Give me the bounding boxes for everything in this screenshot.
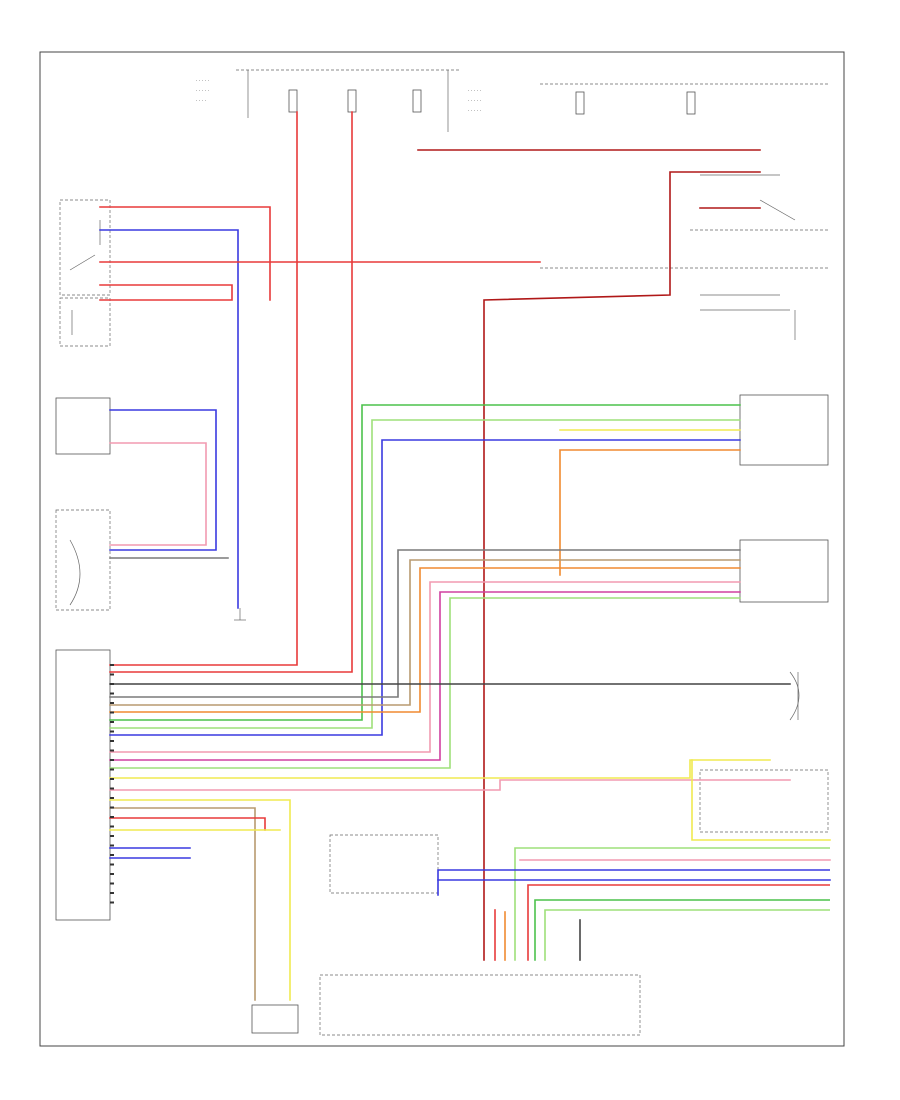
ac-control-unit-pin <box>110 844 114 847</box>
compressor <box>251 1004 299 1034</box>
wire-red-1 <box>99 206 271 301</box>
ac-control-unit-pin <box>110 835 114 837</box>
wire-blue-2 <box>99 229 239 609</box>
wire-orange-20 <box>109 567 741 713</box>
ac-control-unit-pin <box>110 749 114 752</box>
ac-control-unit-pin <box>110 759 114 761</box>
wire-blue-36 <box>437 869 830 896</box>
blower-switch <box>55 509 111 611</box>
wire-red-5 <box>109 111 298 666</box>
ac-control-unit-pin <box>110 873 114 875</box>
svg-text:· · · ·: · · · · <box>196 99 206 104</box>
ac-control-unit-pin <box>110 892 114 894</box>
ac-control-unit-pin <box>110 806 114 809</box>
ac-control-unit-pin <box>110 664 114 666</box>
ground <box>234 608 246 621</box>
wire-pink-10 <box>109 442 207 546</box>
wire-green-39 <box>534 899 830 961</box>
blower-relay <box>59 199 111 296</box>
wire-blue-16 <box>109 439 741 736</box>
wire-yellow-25 <box>109 759 771 779</box>
ac-control-unit-pin <box>110 778 114 780</box>
wire-pink-26 <box>109 779 791 791</box>
ac-control-unit-pin <box>110 787 114 790</box>
mode-control-motor <box>55 397 111 455</box>
wire-pink-21 <box>109 581 741 753</box>
wire-light-green-23 <box>109 597 741 769</box>
ac-control-unit-pin <box>110 692 114 695</box>
svg-text:· · · · ·: · · · · · <box>196 79 209 84</box>
ac-control-unit-pin <box>110 854 114 856</box>
ac-control-unit-pin <box>110 740 114 742</box>
svg-text:· · · · ·: · · · · · <box>468 89 481 94</box>
ac-control-unit-pin <box>110 816 114 818</box>
wire-green-13 <box>109 404 741 721</box>
sensor-top <box>789 671 800 721</box>
wire-red-29 <box>109 817 266 831</box>
wire-tan-28 <box>109 807 256 1001</box>
ac-control-unit-pin <box>110 702 114 704</box>
ac-control-unit-pin <box>110 797 114 799</box>
ecm <box>319 974 641 1036</box>
wire-blue-11 <box>109 409 217 551</box>
wire-tan-19 <box>109 559 741 706</box>
svg-text:· · · · ·: · · · · · <box>468 99 481 104</box>
blower-motor <box>59 297 111 347</box>
wire-dark-red-8 <box>483 171 761 961</box>
wire-red-38 <box>527 884 830 961</box>
fuse-block-top: · · · · · · · · · · · · · · · · · · · · … <box>196 69 830 132</box>
ac-control-unit-pin <box>110 730 114 733</box>
ac-control-unit-pin <box>110 825 114 828</box>
wire-light-green-34 <box>514 847 830 961</box>
ac-control-unit <box>55 649 111 921</box>
wire-orange-17 <box>559 449 741 576</box>
wire-red-4 <box>99 284 233 301</box>
wire-yellow-27 <box>109 799 291 1001</box>
ac-control-unit-pin <box>110 711 114 714</box>
ac-control-unit-pin <box>110 683 114 685</box>
svg-text:· · · · ·: · · · · · <box>196 89 209 94</box>
recirc-motor <box>739 394 829 466</box>
wire-red-6 <box>109 111 353 673</box>
svg-text:· · · · ·: · · · · · <box>468 109 481 114</box>
air-mix-motor <box>739 539 829 603</box>
ac-control-unit-pin <box>110 901 114 904</box>
wire-light-green-14 <box>109 419 741 729</box>
ac-control-unit-pin <box>110 721 114 723</box>
wire-magenta-22 <box>109 591 741 761</box>
diagram-frame <box>39 51 845 1047</box>
wire-gray-18 <box>109 549 741 698</box>
ac-control-unit-pin <box>110 673 114 676</box>
pressure-switch <box>329 834 439 894</box>
wire-light-green-40 <box>544 909 830 961</box>
wire-layer <box>99 111 831 1001</box>
ac-control-unit-pin <box>110 863 114 866</box>
relay-right <box>540 174 830 340</box>
ac-control-unit-pin <box>110 768 114 771</box>
wire-yellow-33 <box>691 759 831 841</box>
ac-control-unit-pin <box>110 882 114 885</box>
